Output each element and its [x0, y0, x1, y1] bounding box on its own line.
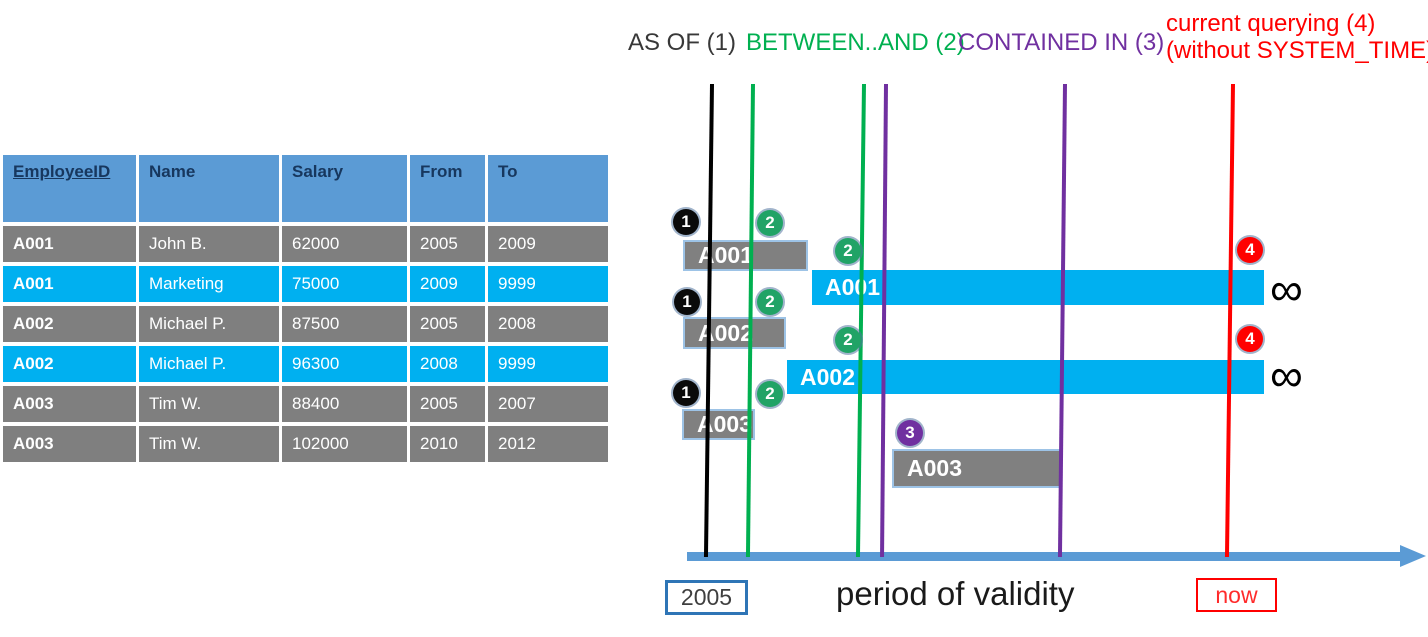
table-cell: 9999 [488, 346, 608, 382]
validity-bar-a003-gray: A003 [682, 409, 755, 440]
now-box: now [1196, 578, 1277, 612]
validity-bar-a002-cyan: A002 [787, 360, 1264, 394]
legend-contained-in: CONTAINED IN (3) [958, 29, 1164, 56]
validity-bar-a002-gray: A002 [683, 317, 786, 349]
bar-label: A002 [698, 319, 753, 346]
table-cell: 2008 [488, 306, 608, 342]
infinity-symbol: ∞ [1270, 263, 1303, 315]
table-cell: 87500 [282, 306, 407, 342]
column-header-salary: Salary [282, 155, 407, 222]
time-axis [687, 552, 1403, 561]
table-cell: John B. [139, 226, 279, 262]
table-cell: A003 [3, 426, 136, 462]
table-cell: 2005 [410, 226, 485, 262]
table-cell: A002 [3, 306, 136, 342]
legend-as-of: AS OF (1) [628, 29, 736, 56]
table-cell: 88400 [282, 386, 407, 422]
badge-2: 2 [757, 210, 783, 236]
legend-current-querying: current querying (4)(without SYSTEM_TIME… [1166, 10, 1428, 64]
badge-3: 3 [897, 420, 923, 446]
table-cell: Tim W. [139, 426, 279, 462]
contained-end-line [1057, 84, 1067, 558]
column-header-employeeid: EmployeeID [3, 155, 136, 222]
table-cell: 96300 [282, 346, 407, 382]
badge-4: 4 [1237, 326, 1263, 352]
bar-label: A003 [697, 411, 752, 437]
legend-current-querying-label2: (without SYSTEM_TIME) [1166, 37, 1428, 64]
between-end-line [855, 84, 866, 558]
table-cell: Michael P. [139, 306, 279, 342]
table-cell: 75000 [282, 266, 407, 302]
bar-label: A002 [800, 363, 855, 390]
table-cell: 2005 [410, 386, 485, 422]
table-cell: 62000 [282, 226, 407, 262]
badge-2: 2 [757, 289, 783, 315]
table-cell: 2007 [488, 386, 608, 422]
table-cell: A003 [3, 386, 136, 422]
time-axis-arrow [1400, 545, 1426, 567]
badge-1: 1 [674, 289, 700, 315]
legend-between-and-label: BETWEEN..AND (2) [746, 29, 965, 56]
table-cell: 102000 [282, 426, 407, 462]
badge-2: 2 [835, 327, 861, 353]
badge-1: 1 [673, 209, 699, 235]
table-cell: A002 [3, 346, 136, 382]
now-line [1224, 84, 1235, 558]
bar-label: A003 [907, 455, 962, 481]
contained-start-line [880, 84, 888, 558]
validity-bar-a003-gray: A003 [892, 449, 1062, 488]
table-cell: A001 [3, 266, 136, 302]
bar-label: A001 [698, 242, 753, 268]
column-header-to: To [488, 155, 608, 222]
bar-label: A001 [825, 274, 880, 300]
badge-2: 2 [757, 381, 783, 407]
badge-4: 4 [1237, 237, 1263, 263]
table-cell: 2009 [410, 266, 485, 302]
start-year-box: 2005 [665, 580, 748, 615]
badge-2: 2 [835, 238, 861, 264]
column-header-from: From [410, 155, 485, 222]
table-cell: Michael P. [139, 346, 279, 382]
validity-bar-a001-cyan: A001 [812, 270, 1264, 305]
table-cell: 2009 [488, 226, 608, 262]
legend-contained-in-label: CONTAINED IN (3) [958, 29, 1165, 56]
infinity-symbol: ∞ [1270, 349, 1303, 401]
axis-title: period of validity [836, 575, 1075, 612]
table-cell: 2012 [488, 426, 608, 462]
legend-current-querying-label: current querying (4) [1166, 10, 1376, 37]
legend-as-of-label: AS OF (1) [628, 29, 737, 56]
table-cell: Marketing [139, 266, 279, 302]
table-cell: A001 [3, 226, 136, 262]
column-header-name: Name [139, 155, 279, 222]
badge-1: 1 [673, 380, 699, 406]
table-cell: 2010 [410, 426, 485, 462]
table-cell: 2005 [410, 306, 485, 342]
table-cell: 2008 [410, 346, 485, 382]
table-cell: 9999 [488, 266, 608, 302]
legend-between-and: BETWEEN..AND (2) [746, 29, 965, 56]
validity-bar-a001-gray: A001 [683, 240, 808, 271]
table-cell: Tim W. [139, 386, 279, 422]
